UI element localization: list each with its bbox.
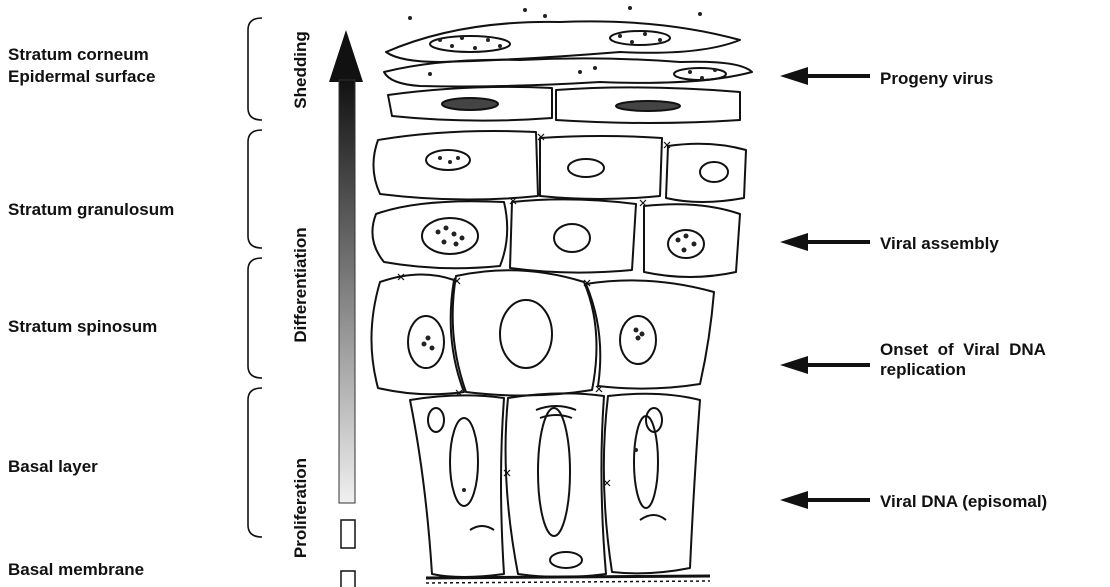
basal-membrane-hatch: [426, 581, 710, 583]
granulosum-cells-row1: [373, 131, 746, 202]
cell-illustration: [371, 6, 752, 583]
arrow-viral-assembly: [780, 233, 870, 251]
dashed-segment-2: [341, 571, 355, 587]
stage-label-proliferation: Proliferation: [291, 458, 310, 558]
bracket-differentiation-lower: [248, 258, 262, 378]
bracket-shedding: [248, 18, 262, 120]
spinosum-cells: [371, 270, 714, 395]
desmosome-marks: [398, 134, 670, 486]
stage-brackets: [248, 18, 262, 537]
gradient-arrow: [329, 30, 363, 587]
corneum-cells: [384, 21, 752, 123]
basal-cells: [410, 393, 700, 577]
bracket-proliferation: [248, 388, 262, 537]
bracket-differentiation-upper: [248, 130, 262, 248]
arrow-progeny-virus: [780, 67, 870, 85]
arrow-onset-replication: [780, 356, 870, 374]
progeny-virus-particles: [408, 6, 717, 80]
event-arrows: [780, 67, 870, 509]
stage-label-shedding: Shedding: [291, 31, 310, 108]
dashed-segment-1: [341, 520, 355, 548]
stage-label-differentiation: Differentiation: [291, 227, 310, 342]
basal-membrane-line: [426, 576, 710, 578]
episomal-dna-dots: [462, 448, 638, 492]
arrow-viral-dna-episomal: [780, 491, 870, 509]
